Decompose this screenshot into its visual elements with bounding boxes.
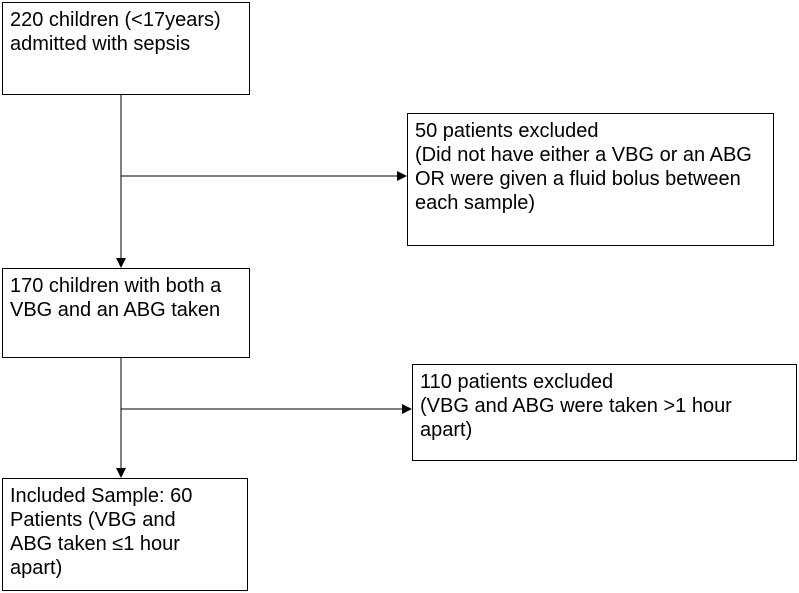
box-first-exclusion: 50 patients excluded (Did not have eithe… — [407, 113, 774, 246]
box-included-sample: Included Sample: 60 Patients (VBG and AB… — [2, 478, 248, 591]
box-second-exclusion: 110 patients excluded (VBG and ABG were … — [412, 364, 797, 461]
box-both-samples-taken: 170 children with both a VBG and an ABG … — [2, 268, 250, 358]
box-admitted-children: 220 children (<17years) admitted with se… — [2, 2, 250, 95]
